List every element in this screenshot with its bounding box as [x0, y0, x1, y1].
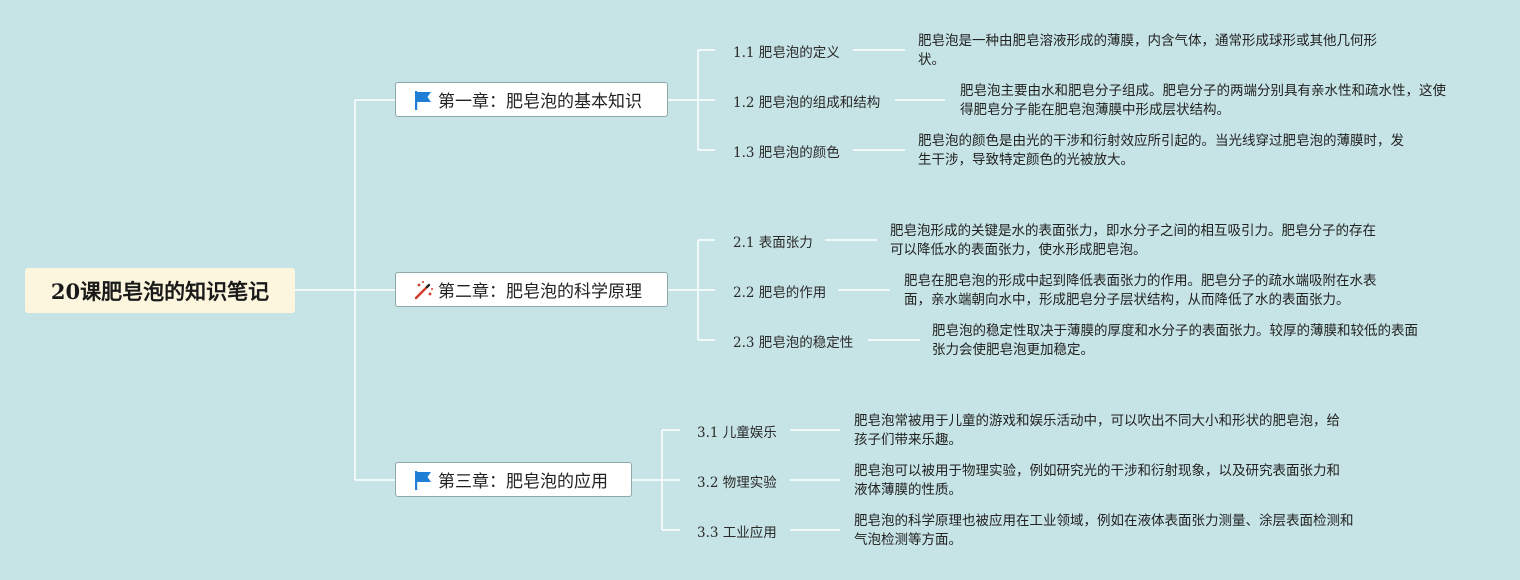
magic-wand-icon — [414, 280, 433, 299]
chapter-2-title: 第二章：肥皂泡的科学原理 — [438, 282, 642, 302]
description-2-2: 肥皂在肥皂泡的形成中起到降低表面张力的作用。肥皂分子的疏水端吸附在水表面，亲水端… — [904, 273, 1377, 308]
subtopic-3-3[interactable]: 3.3 工业应用 — [697, 525, 777, 541]
subtopic-1-1[interactable]: 1.1 肥皂泡的定义 — [733, 45, 840, 61]
subtopic-1-2[interactable]: 1.2 肥皂泡的组成和结构 — [733, 95, 881, 111]
subtopic-3-2[interactable]: 3.2 物理实验 — [697, 475, 777, 491]
description-1-1: 肥皂泡是一种由肥皂溶液形成的薄膜，内含气体，通常形成球形或其他几何形状。 — [918, 33, 1377, 68]
chapter-1-node[interactable]: 第一章：肥皂泡的基本知识 — [395, 82, 668, 117]
subtopic-2-3[interactable]: 2.3 肥皂泡的稳定性 — [733, 335, 854, 351]
description-3-3: 肥皂泡的科学原理也被应用在工业领域，例如在液体表面张力测量、涂层表面检测和气泡检… — [854, 513, 1354, 548]
description-1-2: 肥皂泡主要由水和肥皂分子组成。肥皂分子的两端分别具有亲水性和疏水性，这使得肥皂分… — [960, 83, 1446, 118]
subtopic-2-2[interactable]: 2.2 肥皂的作用 — [733, 285, 827, 301]
subtopic-2-1[interactable]: 2.1 表面张力 — [733, 235, 813, 251]
subtopic-1-3[interactable]: 1.3 肥皂泡的颜色 — [733, 145, 840, 161]
chapter-1-title: 第一章：肥皂泡的基本知识 — [438, 92, 642, 112]
root-topic[interactable]: 20课肥皂泡的知识笔记 — [25, 268, 295, 313]
description-2-3: 肥皂泡的稳定性取决于薄膜的厚度和水分子的表面张力。较厚的薄膜和较低的表面张力会使… — [932, 323, 1418, 358]
blue-flag-icon — [415, 90, 431, 110]
chapter-3-node[interactable]: 第三章：肥皂泡的应用 — [395, 462, 632, 497]
description-3-2: 肥皂泡可以被用于物理实验，例如研究光的干涉和衍射现象，以及研究表面张力和液体薄膜… — [854, 463, 1340, 498]
description-3-1: 肥皂泡常被用于儿童的游戏和娱乐活动中，可以吹出不同大小和形状的肥皂泡，给孩子们带… — [854, 413, 1340, 448]
chapter-3-title: 第三章：肥皂泡的应用 — [438, 472, 608, 492]
description-1-3: 肥皂泡的颜色是由光的干涉和衍射效应所引起的。当光线穿过肥皂泡的薄膜时，发生干涉，… — [918, 133, 1404, 168]
description-2-1: 肥皂泡形成的关键是水的表面张力，即水分子之间的相互吸引力。肥皂分子的存在可以降低… — [890, 223, 1376, 258]
subtopic-3-1[interactable]: 3.1 儿童娱乐 — [697, 425, 777, 441]
blue-flag-icon — [415, 470, 431, 490]
chapter-2-node[interactable]: 第二章：肥皂泡的科学原理 — [395, 272, 668, 307]
